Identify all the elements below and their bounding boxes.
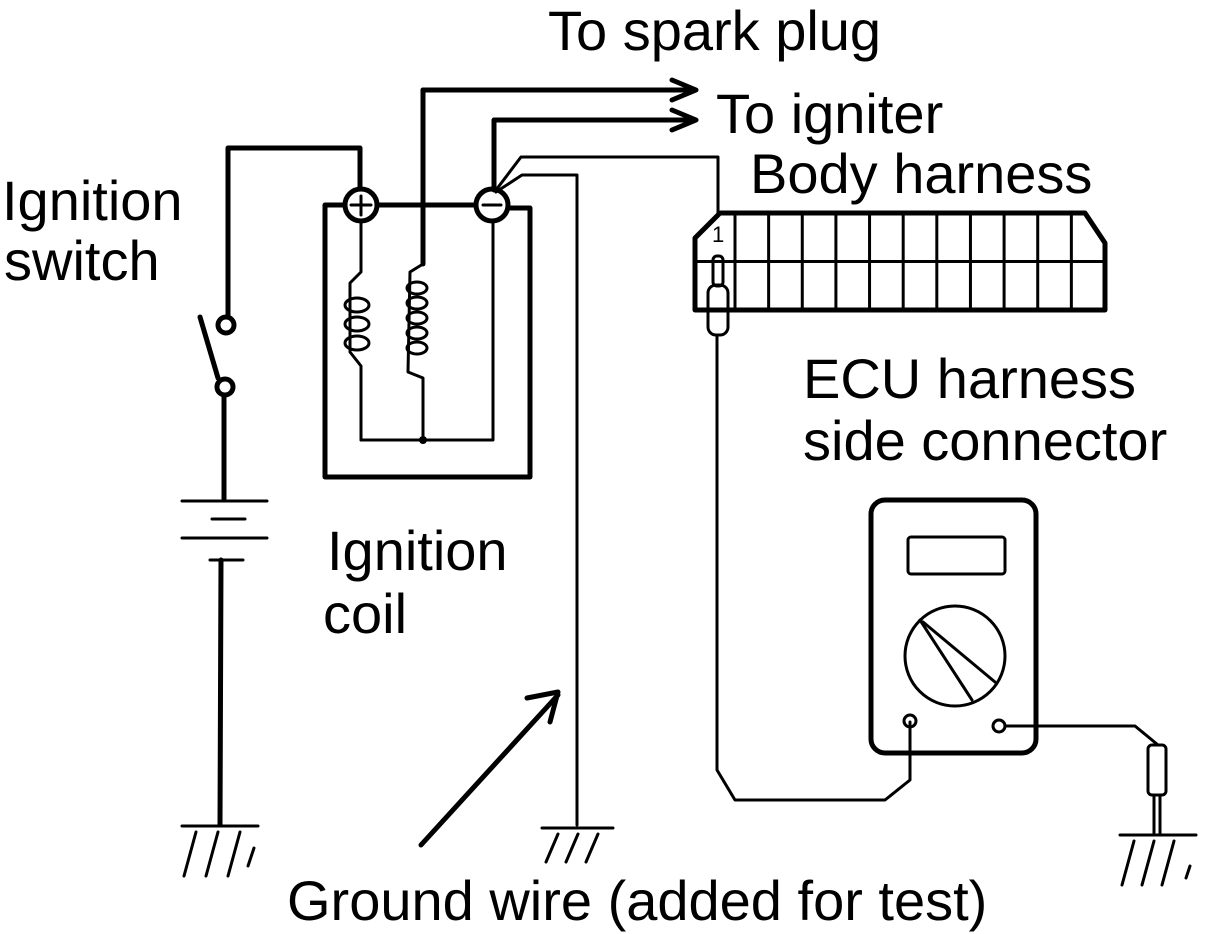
ignition-switch: [197, 145, 363, 503]
label-ground-wire: Ground wire (added for test): [287, 869, 987, 932]
ground-symbol-battery: [180, 824, 260, 878]
label-body-harness: Body harness: [750, 142, 1092, 205]
arrow-igniter-icon: [669, 107, 699, 133]
switch-lever: [197, 314, 221, 381]
com-terminal: [902, 713, 918, 729]
coil-bottom-bus: [359, 219, 495, 442]
ground-symbol-meter: [1118, 833, 1198, 887]
v-terminal: [991, 718, 1007, 734]
switch-contact-top: [215, 314, 237, 336]
label-ecu-1: ECU harness: [803, 347, 1136, 410]
ground-symbol-test-wire: [540, 826, 615, 864]
probe-connector: [706, 254, 912, 802]
label-to-spark-plug: To spark plug: [548, 0, 881, 62]
arrow-spark-plug-icon: [669, 77, 699, 103]
connector-outline: [692, 210, 1108, 313]
coil-case: [322, 202, 533, 480]
switch-feed-wire: [225, 145, 363, 321]
ignition-coil: [322, 87, 533, 480]
probe-lead-black: [1003, 724, 1160, 747]
label-ignition-coil-2: coil: [323, 582, 407, 645]
lead-to-igniter: [491, 117, 693, 193]
ground-wire: [494, 173, 579, 827]
label-to-igniter: To igniter: [716, 82, 943, 145]
multimeter: [868, 497, 1168, 837]
probe-lead-red: [715, 333, 912, 802]
multimeter-dial: [903, 604, 1007, 708]
label-ignition-switch-2: switch: [4, 229, 160, 292]
ecu-connector: [692, 210, 1108, 313]
label-ecu-2: side connector: [803, 409, 1167, 472]
battery-symbol: [180, 499, 269, 828]
lead-to-body-harness: [494, 155, 720, 217]
label-ignition-coil-1: Ignition: [327, 519, 508, 582]
pin-number: 1: [712, 222, 724, 247]
multimeter-display: [906, 535, 1007, 576]
output-leads: [420, 77, 720, 827]
switch-contact-bottom: [214, 376, 236, 398]
label-ignition-switch-1: Ignition: [2, 169, 183, 232]
secondary-winding: [406, 262, 425, 442]
pointer-arrow-icon: [418, 689, 561, 848]
